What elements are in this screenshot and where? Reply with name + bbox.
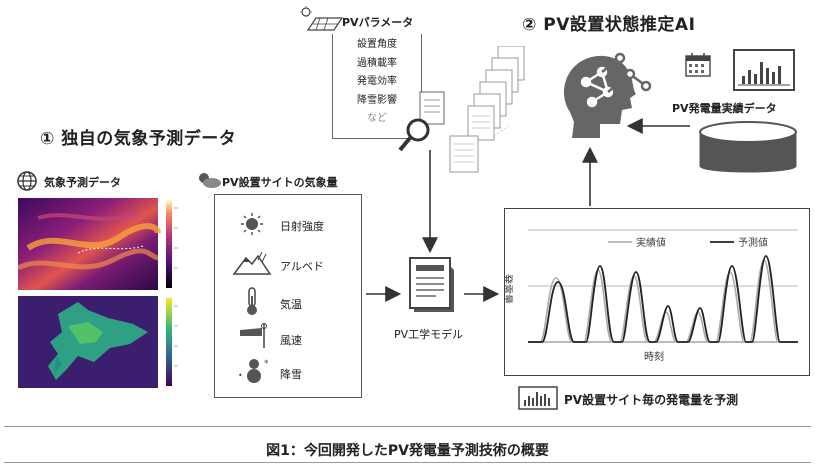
documents-stack-icon xyxy=(449,46,525,173)
actual-data-label: PV発電量実績データ xyxy=(672,102,777,115)
param-item: など xyxy=(367,113,387,124)
chart-frame xyxy=(504,208,810,376)
globe-icon xyxy=(17,171,37,191)
series-actual xyxy=(528,259,798,343)
ai-brain-icon xyxy=(564,52,652,138)
figure-caption: 図1：今回開発したPV発電量予測技術の概要 xyxy=(266,443,549,459)
database-icon xyxy=(699,121,797,173)
svg-text:•: • xyxy=(238,371,243,380)
weather-item-label: 風速 xyxy=(280,334,302,347)
caption-divider-bottom xyxy=(4,462,811,463)
thermometer-icon xyxy=(247,287,257,315)
svg-text:*: * xyxy=(264,359,269,369)
mountain-reflect-icon xyxy=(232,251,272,275)
forecast-heatmap-top xyxy=(18,198,178,290)
weather-item-label: 日射強度 xyxy=(280,220,324,233)
sun-cloud-icon xyxy=(199,173,221,188)
section1-title: ① 独自の気象予測データ xyxy=(40,129,237,149)
power-chart: 発電量 時刻 実績値 予測値 xyxy=(504,229,798,363)
sun-icon xyxy=(241,213,263,235)
legend-actual: 実績値 xyxy=(636,236,666,249)
windsock-icon xyxy=(240,323,267,348)
caption-divider-top xyxy=(4,426,811,427)
predict-label: PV設置サイト毎の発電量を予測 xyxy=(564,393,739,407)
chart-xlabel: 時刻 xyxy=(644,350,664,363)
pv-model-icon xyxy=(409,257,454,312)
param-item: 設置角度 xyxy=(357,39,397,50)
param-item: 降雪影響 xyxy=(357,94,397,106)
weather-item-label: 降雪 xyxy=(280,368,302,381)
magnifier-icon xyxy=(398,91,445,152)
pv-params-title: PVパラメータ xyxy=(342,16,414,29)
param-item: 過積載率 xyxy=(357,57,397,69)
site-weather-box xyxy=(214,194,362,398)
weather-item-label: アルベド xyxy=(280,260,324,273)
param-item: 発電効率 xyxy=(357,76,397,87)
chart-ylabel: 発電量 xyxy=(504,274,514,304)
pv-params-box: 設置角度 過積載率 発電効率 降雪影響 など xyxy=(332,34,422,139)
solar-panel-icon xyxy=(300,6,344,31)
pv-model-label: PV工学モデル xyxy=(394,328,464,341)
snowman-icon: * • xyxy=(238,359,269,383)
forecast-data-label: 気象予測データ xyxy=(44,176,121,189)
forecast-heatmap-bottom xyxy=(18,296,178,388)
calendar-icon xyxy=(685,53,711,77)
weather-item-label: 気温 xyxy=(280,298,302,311)
bar-monitor-icon xyxy=(733,49,795,91)
bar-chart-icon xyxy=(518,386,558,410)
site-weather-label: PV設置サイトの気象量 xyxy=(222,176,338,189)
legend-forecast: 予測値 xyxy=(738,236,768,249)
series-forecast xyxy=(528,255,798,343)
section2-title: ② PV設置状態推定AI xyxy=(522,15,696,35)
